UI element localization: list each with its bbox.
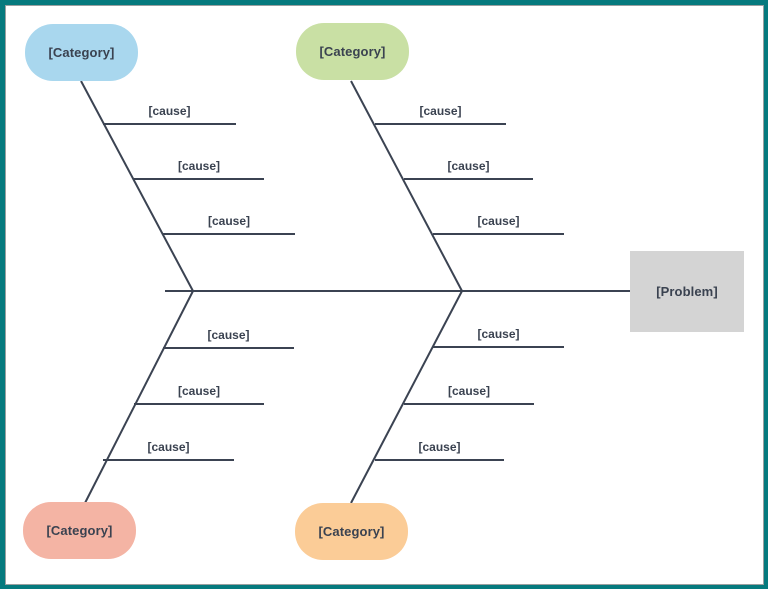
category-label: [Category] (46, 523, 113, 538)
cause-label: [cause] (447, 159, 490, 173)
category-label: [Category] (48, 45, 115, 60)
cause-label: [cause] (177, 159, 221, 173)
category-label: [Category] (319, 44, 386, 59)
category-node-bottom-right: [Category] (295, 503, 408, 560)
category-label: [Category] (318, 524, 385, 539)
problem-node: [Problem] (630, 251, 744, 332)
cause-label: [cause] (148, 104, 191, 118)
category-node-top-left: [Category] (25, 24, 138, 81)
cause-label: [cause] (147, 440, 190, 454)
bone-bottom-right (350, 290, 463, 504)
bone-top-right (350, 80, 463, 292)
problem-label: [Problem] (656, 284, 718, 299)
cause-label: [cause] (447, 384, 491, 398)
cause-label: [cause] (477, 327, 520, 341)
cause-label: [cause] (177, 384, 221, 398)
cause-label: [cause] (419, 104, 462, 118)
bone-bottom-left (84, 290, 194, 504)
category-node-bottom-left: [Category] (23, 502, 136, 559)
cause-label: [cause] (477, 214, 520, 228)
cause-label: [cause] (207, 214, 251, 228)
category-node-top-right: [Category] (296, 23, 409, 80)
cause-label: [cause] (207, 328, 250, 342)
cause-label: [cause] (418, 440, 461, 454)
bone-top-left (80, 80, 194, 292)
